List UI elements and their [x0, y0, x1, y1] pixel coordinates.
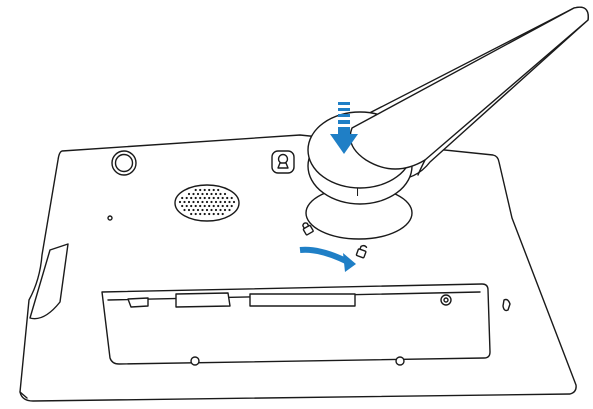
grille-dot: [212, 204, 215, 208]
grille-dot: [181, 204, 184, 208]
grille-dot: [221, 212, 224, 216]
grille-dot: [196, 192, 200, 196]
grille-dot: [199, 196, 202, 200]
grille-dot: [232, 200, 236, 204]
grille-dot: [194, 188, 197, 192]
grille-dot: [208, 212, 211, 216]
grille-dot: [203, 188, 206, 192]
stand-index-mark: I: [356, 187, 359, 199]
card-slot-2: [249, 293, 356, 307]
grille-dot: [196, 200, 200, 204]
grille-dot: [217, 204, 220, 208]
grille-dot: [212, 212, 215, 216]
grille-dot: [178, 200, 182, 204]
stand-arm-edge: [417, 159, 426, 176]
grille-dot: [192, 200, 195, 204]
lock-open-icon: [355, 244, 368, 259]
grille-dot: [210, 208, 213, 212]
screw-hole-left: [190, 356, 200, 366]
grille-dot: [185, 204, 188, 208]
stand-arm-top: [349, 6, 589, 170]
pin-hole: [107, 215, 113, 221]
grille-dot: [199, 212, 202, 216]
grille-dot: [183, 208, 186, 212]
grille-dot: [205, 208, 209, 212]
keyhole-mount: [271, 150, 295, 174]
grille-dot: [212, 196, 215, 200]
grille-dot: [192, 208, 195, 212]
grille-dot: [208, 196, 211, 200]
grille-dot: [187, 192, 191, 196]
grille-dot: [210, 192, 213, 196]
grille-dot: [217, 212, 220, 216]
grille-dot: [208, 188, 211, 192]
grille-dot: [230, 196, 233, 200]
grille-dot: [194, 212, 197, 216]
power-port: [440, 294, 452, 306]
grille-dot: [223, 192, 227, 196]
grille-dot: [226, 204, 229, 208]
grille-dot: [199, 188, 202, 192]
lock-closed-icon: [302, 222, 314, 236]
grille-dot: [192, 192, 195, 196]
grille-dot: [217, 196, 220, 200]
speaker-grille: [174, 184, 240, 222]
right-side-slot: [502, 298, 511, 312]
grille-dot: [228, 208, 231, 212]
grille-dot: [187, 208, 191, 212]
grille-dot: [181, 196, 184, 200]
side-slot: [29, 243, 69, 320]
grille-dot: [194, 204, 197, 208]
grille-dot: [212, 188, 215, 192]
grille-dot: [230, 204, 233, 208]
grille-dot: [219, 192, 222, 196]
grille-dot: [201, 208, 204, 212]
grille-dot: [190, 204, 193, 208]
card-slot-1: [175, 292, 231, 308]
grille-dot: [214, 200, 218, 204]
frame-side-rim: [19, 391, 28, 399]
grille-dot: [194, 196, 197, 200]
grille-dot: [196, 208, 200, 212]
grille-dot: [223, 200, 227, 204]
grille-dot: [208, 204, 211, 208]
grille-dot: [183, 200, 186, 204]
grille-dot: [185, 196, 188, 200]
grille-dot: [203, 212, 206, 216]
wall-mount-hole-left: [111, 150, 137, 176]
grille-dot: [226, 196, 229, 200]
grille-dot: [201, 200, 204, 204]
grille-dot: [187, 200, 191, 204]
grille-dot: [221, 204, 224, 208]
grille-dot: [217, 188, 220, 192]
grille-dot: [219, 200, 222, 204]
grille-dot: [223, 208, 227, 212]
grille-dot: [214, 208, 218, 212]
grille-dot: [219, 208, 222, 212]
grille-dot: [210, 200, 213, 204]
curved-arrow-icon: [299, 246, 356, 272]
grille-dot: [203, 196, 206, 200]
grille-dot: [228, 200, 231, 204]
usb-port: [127, 297, 149, 308]
grille-dot: [203, 204, 206, 208]
grille-dot: [199, 204, 202, 208]
grille-dot: [190, 196, 193, 200]
grille-dot: [190, 212, 193, 216]
grille-dot: [201, 192, 204, 196]
arrow-down-icon: [330, 102, 358, 154]
grille-dot: [205, 200, 209, 204]
grille-dot: [205, 192, 209, 196]
grille-dot: [214, 192, 218, 196]
grille-dot: [221, 196, 224, 200]
screw-hole-right: [395, 356, 405, 366]
